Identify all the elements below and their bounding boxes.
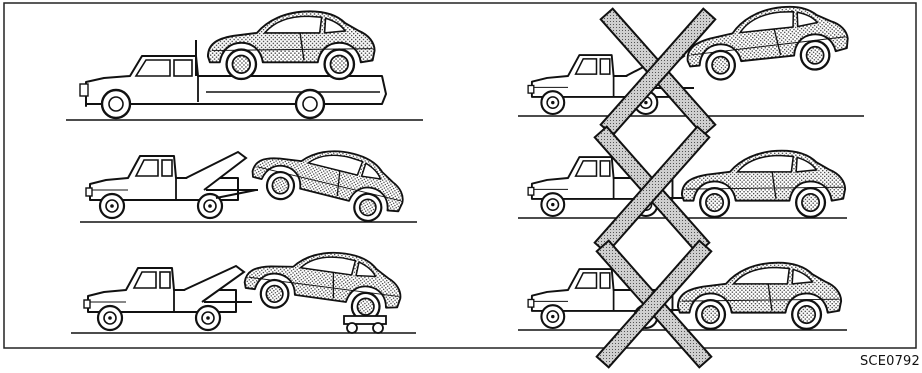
panel-flatbed-truck <box>66 11 423 120</box>
panel-wheel-lift-rear <box>518 1 864 124</box>
prohibited-x-icon <box>612 20 704 124</box>
panel-wheel-lift-dollies <box>71 240 416 333</box>
panel-wheel-lift <box>80 131 417 228</box>
figure-code-label: SCE0792 <box>860 354 920 369</box>
panel-all-wheels-down-variant <box>518 252 847 356</box>
panel-all-wheels-down <box>518 138 847 242</box>
